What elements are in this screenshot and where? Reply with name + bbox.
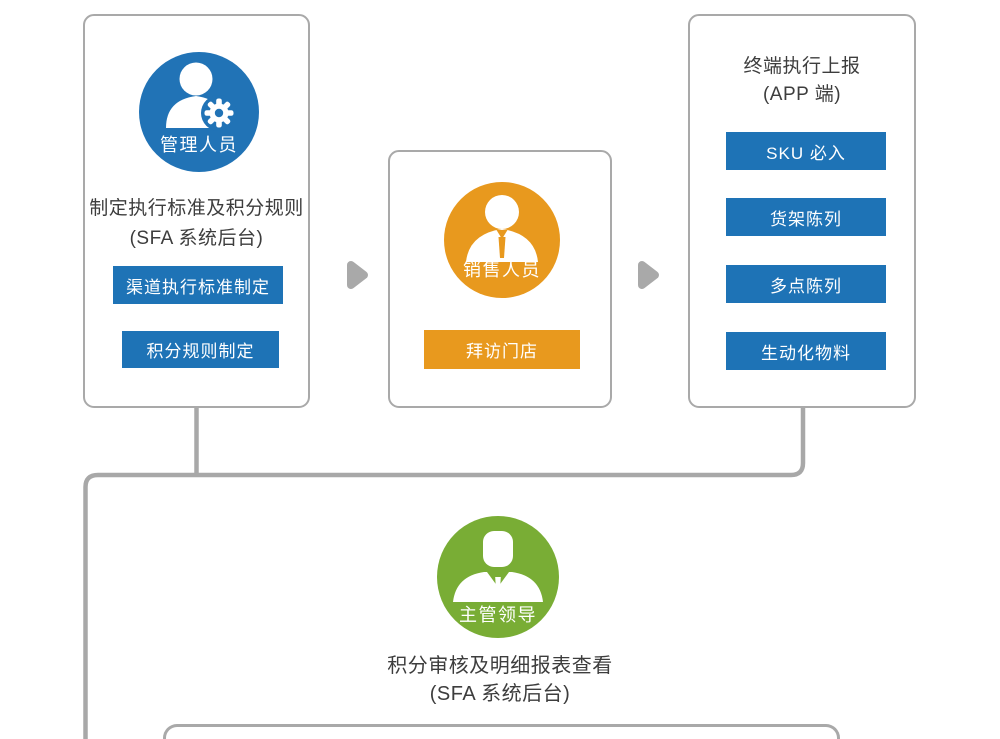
flow-arrow-icon-1 [347, 261, 368, 289]
leader-description: 积分审核及明细报表查看 (SFA 系统后台) [300, 652, 700, 708]
admin-desc-line2: (SFA 系统后台) [129, 228, 264, 249]
leader-role-label: 主管领导 [459, 605, 537, 625]
node-sales: 销售人员 拜访门店 [388, 150, 612, 408]
report-title-line2: (APP 端) [762, 84, 842, 105]
sales-role-label: 销售人员 [463, 260, 541, 280]
report-button-shelf-display: 货架陈列 [726, 198, 886, 236]
node-app-report: 终端执行上报 (APP 端) SKU 必入 货架陈列 多点陈列 生动化物料 [688, 14, 916, 408]
admin-desc-line1: 制定执行标准及积分规则 [89, 198, 304, 219]
person-with-gear-icon [166, 62, 237, 131]
admin-role-label: 管理人员 [160, 135, 238, 155]
businessman-icon [453, 531, 543, 602]
report-title-line1: 终端执行上报 [743, 56, 861, 77]
leader-desc-line2: (SFA 系统后台) [429, 683, 571, 705]
report-button-vivid-materials: 生动化物料 [726, 332, 886, 370]
admin-avatar: 管理人员 [139, 52, 259, 172]
leader-avatar: 主管领导 [437, 516, 559, 638]
sales-avatar: 销售人员 [444, 182, 560, 298]
person-with-tie-icon [466, 195, 538, 262]
admin-description: 制定执行标准及积分规则 (SFA 系统后台) [85, 194, 308, 254]
bottom-partial-box [163, 724, 840, 739]
admin-button-points-rule: 积分规则制定 [122, 331, 279, 368]
report-button-multi-point-display: 多点陈列 [726, 265, 886, 303]
admin-button-channel-standard: 渠道执行标准制定 [113, 266, 283, 304]
sales-button-visit-store: 拜访门店 [424, 330, 580, 369]
report-button-sku: SKU 必入 [726, 132, 886, 170]
node-admin: 管理人员 制定执行标准及积分规则 (SFA 系统后台) 渠道执行标准制定 积分规… [83, 14, 310, 408]
flow-arrow-icon-2 [638, 261, 659, 289]
report-title: 终端执行上报 (APP 端) [690, 53, 914, 109]
leader-desc-line1: 积分审核及明细报表查看 [387, 655, 613, 677]
